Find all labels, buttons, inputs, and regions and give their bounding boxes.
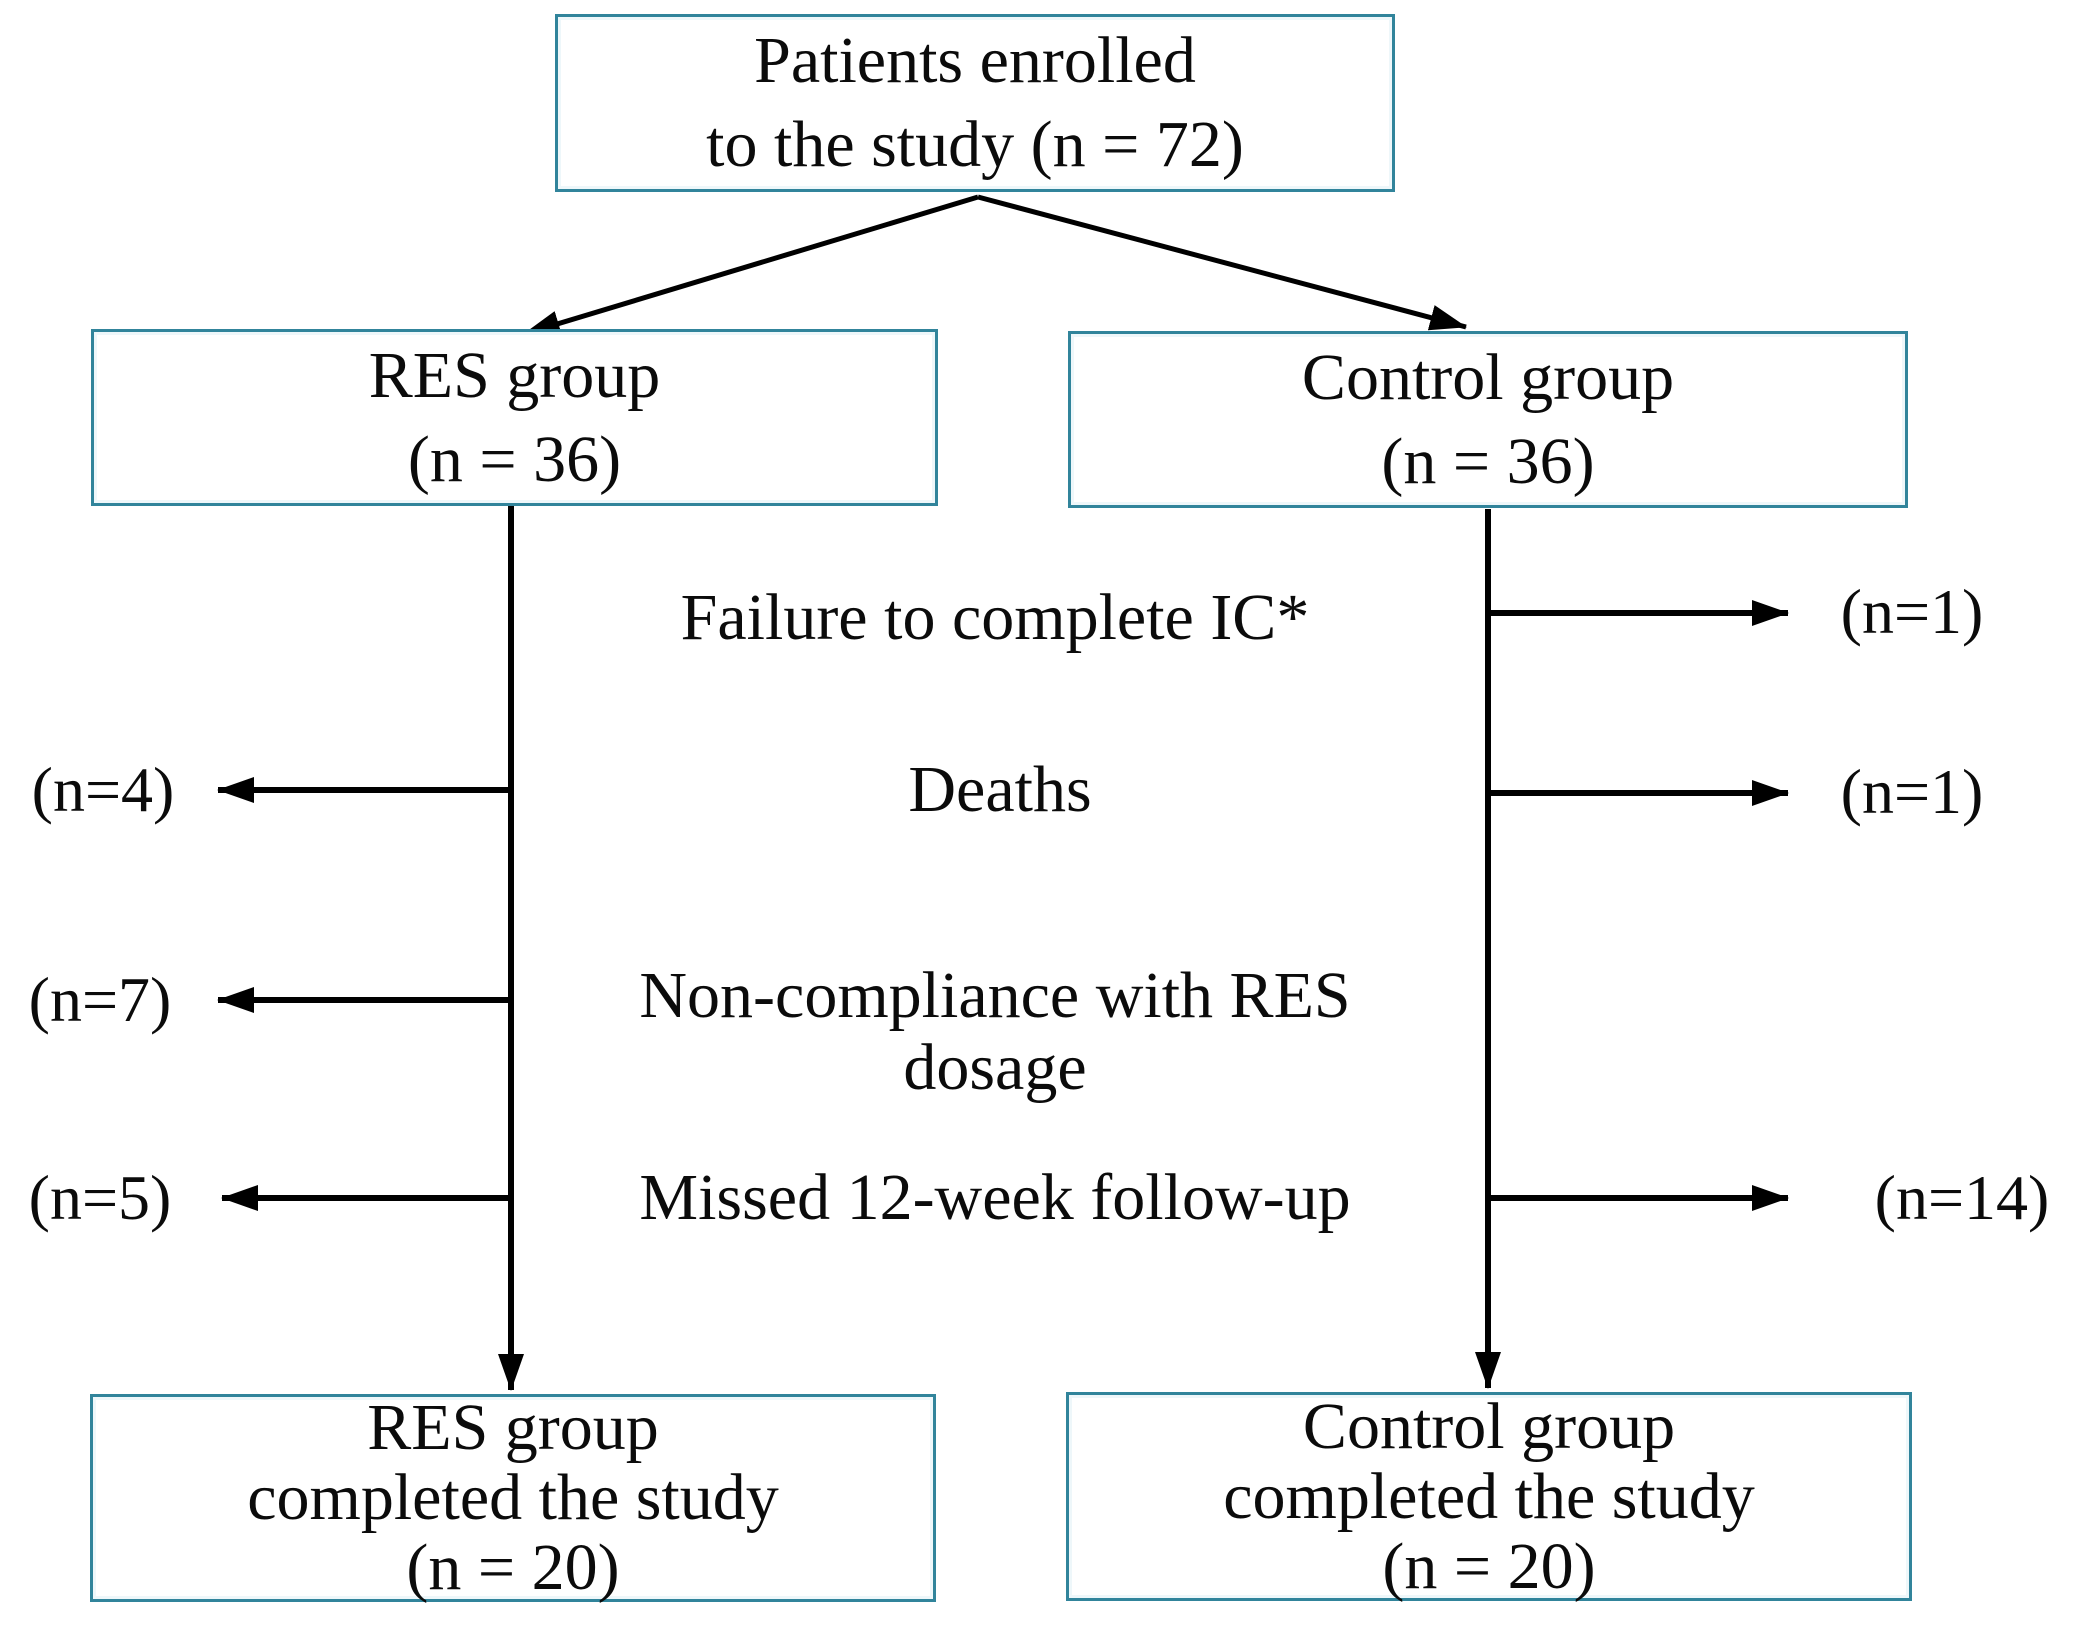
count-control-deaths: (n=1) [1840, 756, 1984, 827]
box-control-group: Control group (n = 36) [1068, 331, 1908, 508]
box-res-group: RES group (n = 36) [91, 329, 938, 506]
box-control-completed: Control group completed the study (n = 2… [1066, 1389, 1912, 1603]
arrow-enrolled-to-res [523, 194, 979, 337]
box-patients-enrolled-line2: to the study (n = 72) [706, 108, 1244, 181]
exclusion-label-noncompliance-line2: dosage [903, 1031, 1087, 1104]
box-res-group-line1: RES group [368, 338, 661, 412]
count-res-missed-followup: (n=5) [28, 1162, 172, 1233]
exclusion-label-noncompliance: Non-compliance with RES dosage [639, 960, 1350, 1104]
count-control-missed-followup: (n=14) [1874, 1162, 2050, 1233]
box-control-completed-line2: completed the study [1223, 1459, 1755, 1533]
exclusion-label-failure-ic: Failure to complete IC* [680, 581, 1310, 654]
box-control-completed-line1: Control group [1302, 1389, 1676, 1463]
count-control-failure-ic: (n=1) [1840, 576, 1984, 647]
box-control-completed-line3: (n = 20) [1382, 1529, 1596, 1603]
box-res-completed: RES group completed the study (n = 20) [90, 1391, 936, 1604]
box-res-completed-line2: completed the study [247, 1461, 779, 1534]
box-patients-enrolled: Patients enrolled to the study (n = 72) [555, 14, 1395, 192]
count-res-noncompliance: (n=7) [28, 964, 172, 1035]
exclusion-label-missed-followup: Missed 12-week follow-up [639, 1161, 1351, 1234]
box-patients-enrolled-line1: Patients enrolled [754, 24, 1196, 97]
box-control-group-line2: (n = 36) [1381, 424, 1595, 498]
box-res-completed-line1: RES group [367, 1391, 659, 1464]
count-res-deaths: (n=4) [31, 754, 175, 825]
exclusion-label-deaths: Deaths [908, 753, 1092, 826]
box-control-group-line1: Control group [1301, 340, 1675, 414]
arrow-enrolled-to-control [977, 194, 1467, 331]
box-res-completed-line3: (n = 20) [406, 1531, 620, 1604]
exclusion-label-noncompliance-line1: Non-compliance with RES [639, 959, 1351, 1032]
box-res-group-line2: (n = 36) [407, 422, 622, 496]
